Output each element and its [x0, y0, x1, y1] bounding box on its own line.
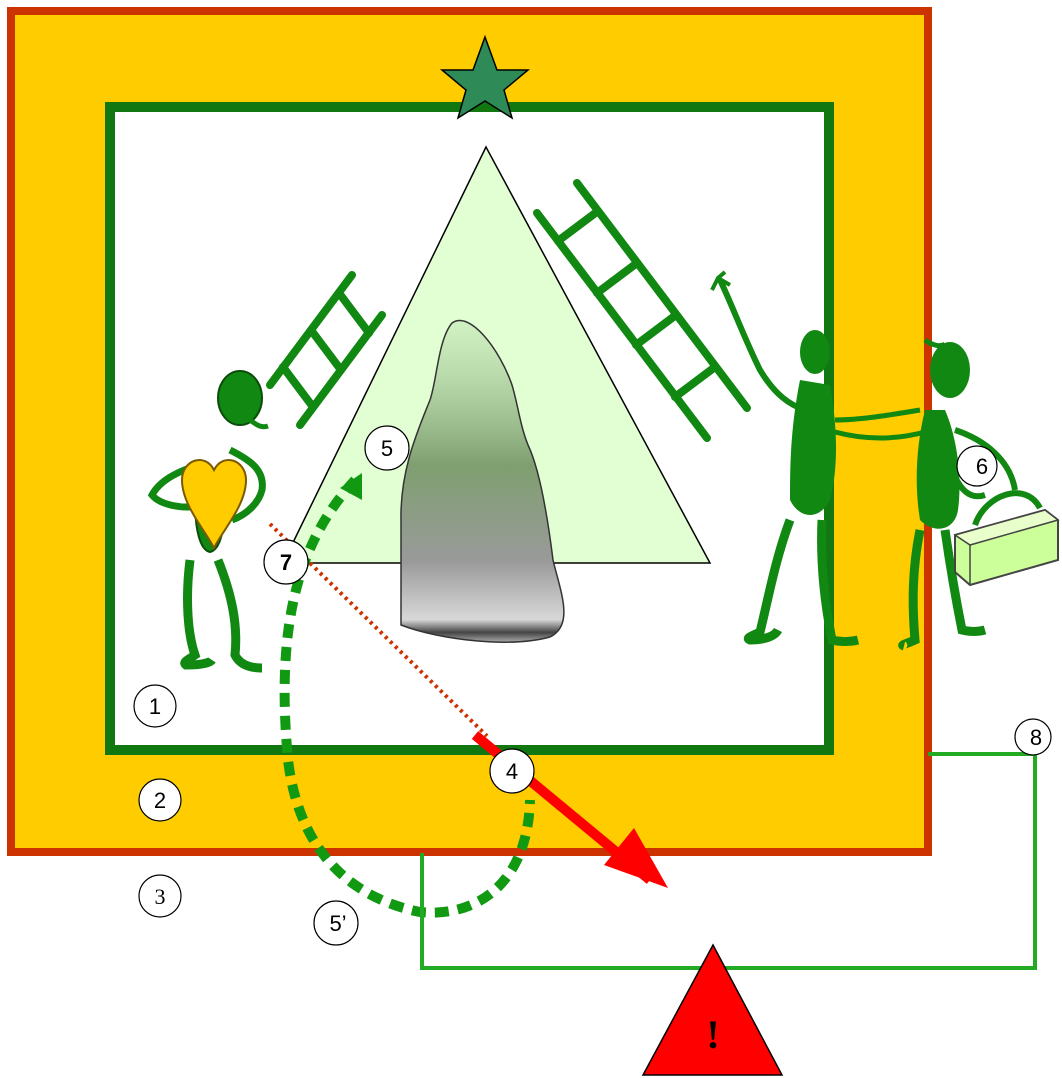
svg-text:8: 8: [1030, 725, 1042, 750]
box-icon: [955, 493, 1058, 585]
svg-text:1: 1: [149, 694, 161, 719]
label-3: 3: [139, 875, 181, 917]
label-7: 7: [264, 540, 308, 584]
svg-text:3: 3: [155, 884, 166, 909]
label-5: 5: [365, 426, 409, 470]
warning-symbol: !: [706, 1012, 719, 1057]
svg-text:2: 2: [154, 788, 166, 813]
label-6: 6: [957, 446, 997, 486]
label-1: 1: [134, 685, 176, 727]
svg-text:7: 7: [280, 550, 292, 575]
svg-text:5: 5: [381, 436, 393, 461]
svg-text:4: 4: [506, 759, 518, 784]
svg-text:6: 6: [976, 454, 988, 479]
svg-text:5’: 5’: [329, 911, 346, 936]
label-2: 2: [139, 779, 181, 821]
label-8: 8: [1015, 719, 1051, 755]
label-4: 4: [490, 749, 534, 793]
warning-icon: !: [643, 945, 782, 1075]
label-5-prime: 5’: [314, 901, 358, 945]
